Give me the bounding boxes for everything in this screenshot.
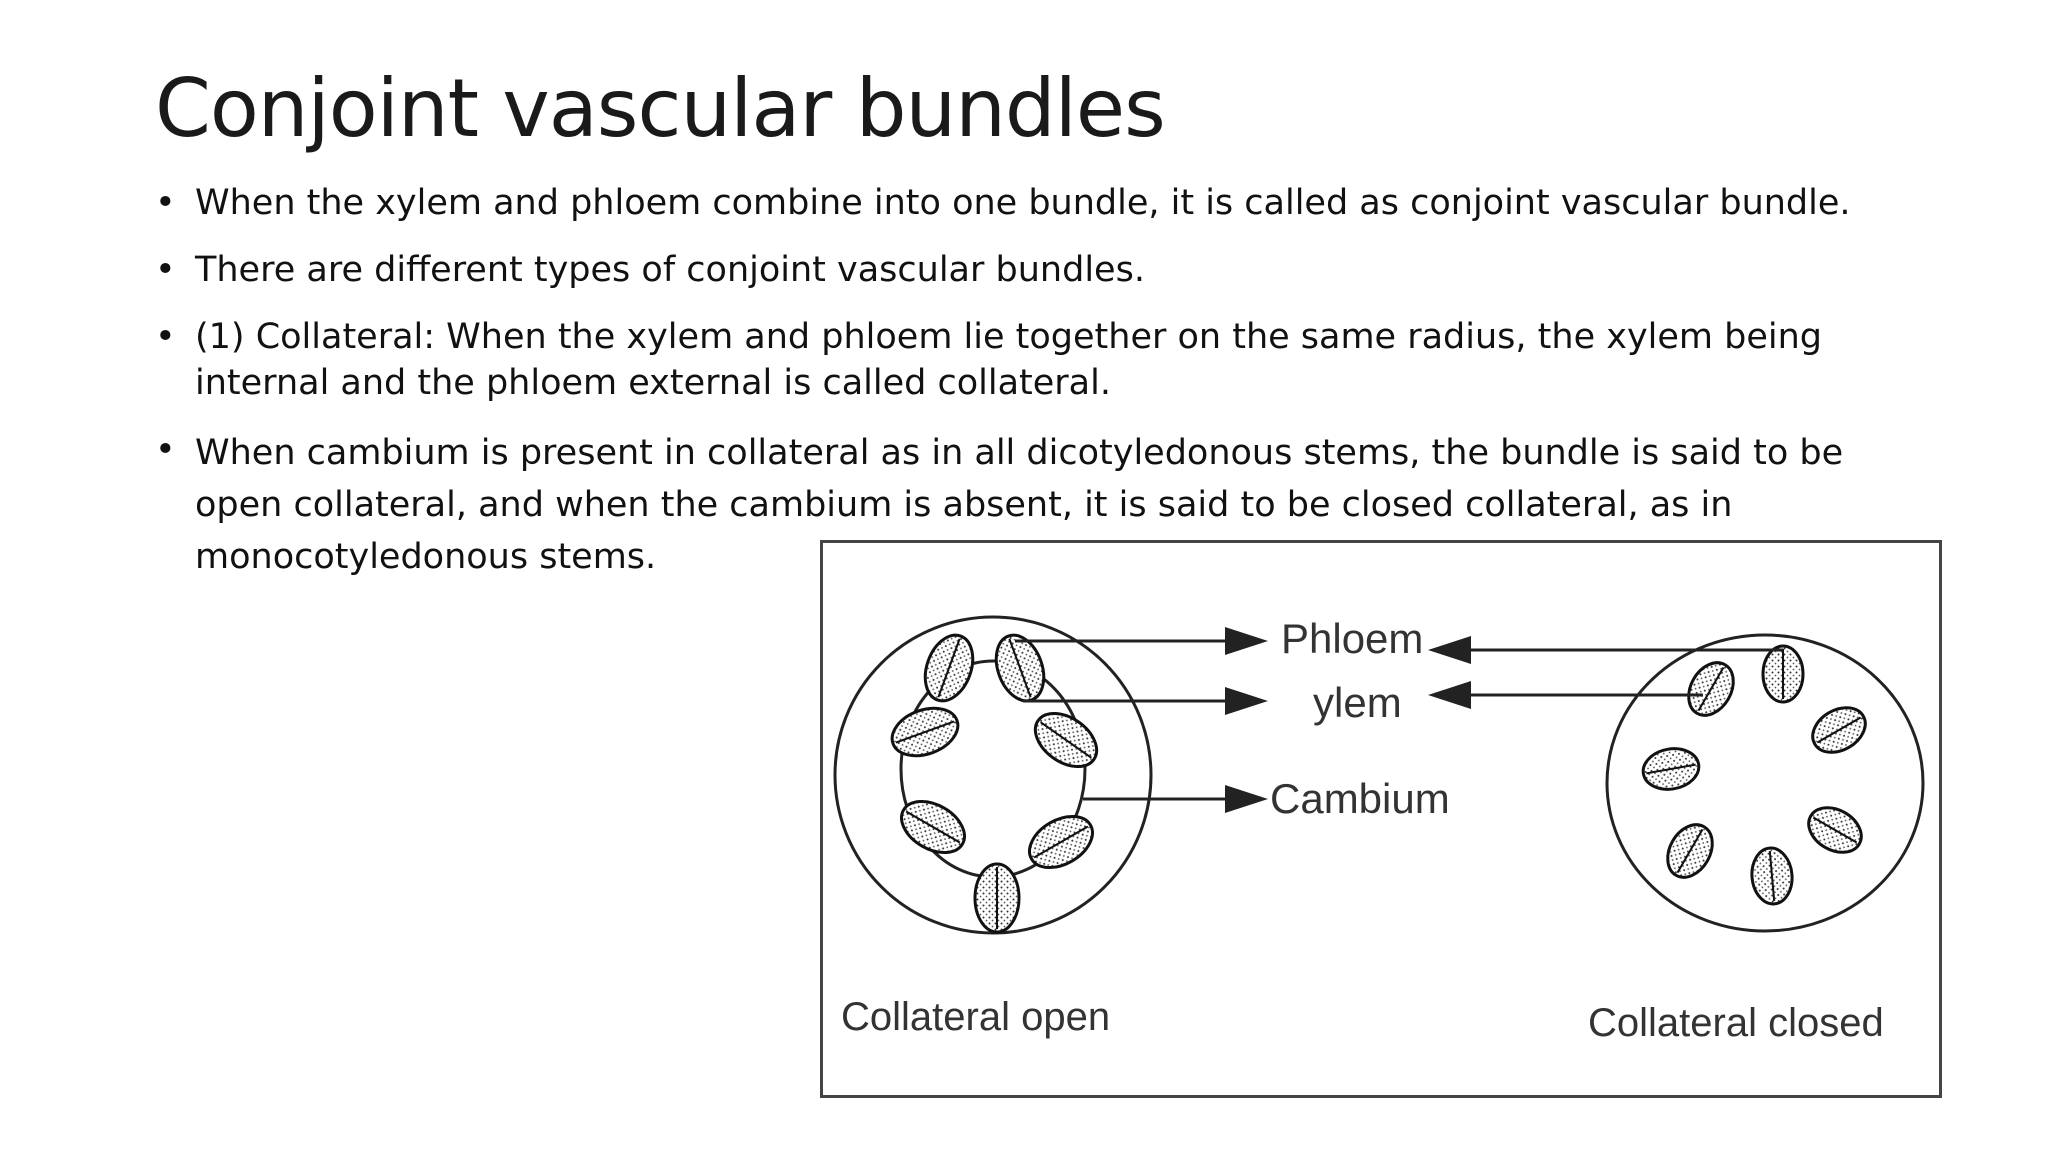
- open-stem-cross-section: [833, 615, 1153, 935]
- vascular-bundle-diagram: Phloem ylem Cambium Collateral open Coll…: [820, 540, 1942, 1098]
- bullet-item: • (1) Collateral: When the xylem and phl…: [155, 314, 1915, 406]
- open-vascular-bundle: [890, 706, 960, 758]
- closed-vascular-bundle: [1641, 747, 1701, 791]
- cambium-arrowhead-icon: [1225, 785, 1268, 813]
- bullet-item: • When the xylem and phloem combine into…: [155, 180, 1915, 226]
- bullet-list: • When the xylem and phloem combine into…: [155, 180, 1915, 604]
- xylem-label: ylem: [1313, 679, 1402, 726]
- bullet-text: When the xylem and phloem combine into o…: [195, 183, 1851, 223]
- bullet-dot-icon: •: [155, 250, 176, 290]
- open-vascular-bundle: [923, 633, 975, 703]
- label-arrows: [1015, 627, 1783, 813]
- slide-title: Conjoint vascular bundles: [155, 62, 1166, 155]
- diagram-drawing: [833, 615, 1925, 935]
- closed-vascular-bundle: [1811, 706, 1867, 754]
- closed-stem-outline: [1605, 633, 1925, 933]
- phloem-label: Phloem: [1281, 615, 1424, 662]
- right-phloem-arrowhead-icon: [1428, 636, 1471, 664]
- bullet-dot-icon: •: [155, 317, 176, 357]
- open-vascular-bundle: [973, 862, 1021, 934]
- right-xylem-arrowhead-icon: [1428, 681, 1471, 709]
- bullet-text: When cambium is present in collateral as…: [195, 433, 1844, 577]
- closed-vascular-bundle: [1761, 644, 1805, 704]
- bullet-dot-icon: •: [155, 183, 176, 223]
- bullet-text: There are different types of conjoint va…: [195, 250, 1145, 290]
- bullet-item: • There are different types of conjoint …: [155, 247, 1915, 293]
- closed-vascular-bundle: [1750, 846, 1794, 906]
- open-vascular-bundle: [900, 799, 966, 855]
- bullet-text: (1) Collateral: When the xylem and phloe…: [195, 317, 1823, 403]
- xylem-arrowhead-icon: [1225, 687, 1268, 715]
- bullet-dot-icon: •: [155, 430, 176, 470]
- open-caption: Collateral open: [841, 995, 1111, 1039]
- closed-stem-cross-section: [1605, 633, 1925, 933]
- closed-vascular-bundle: [1687, 661, 1735, 717]
- closed-caption: Collateral closed: [1588, 1001, 1884, 1045]
- open-vascular-bundle: [1033, 711, 1099, 769]
- bullet-item: • When cambium is present in collateral …: [155, 427, 1915, 583]
- closed-vascular-bundle: [1807, 806, 1863, 854]
- phloem-arrowhead-icon: [1225, 627, 1268, 655]
- cambium-label: Cambium: [1270, 775, 1450, 822]
- open-vascular-bundle: [1028, 814, 1094, 870]
- closed-vascular-bundle: [1666, 823, 1714, 879]
